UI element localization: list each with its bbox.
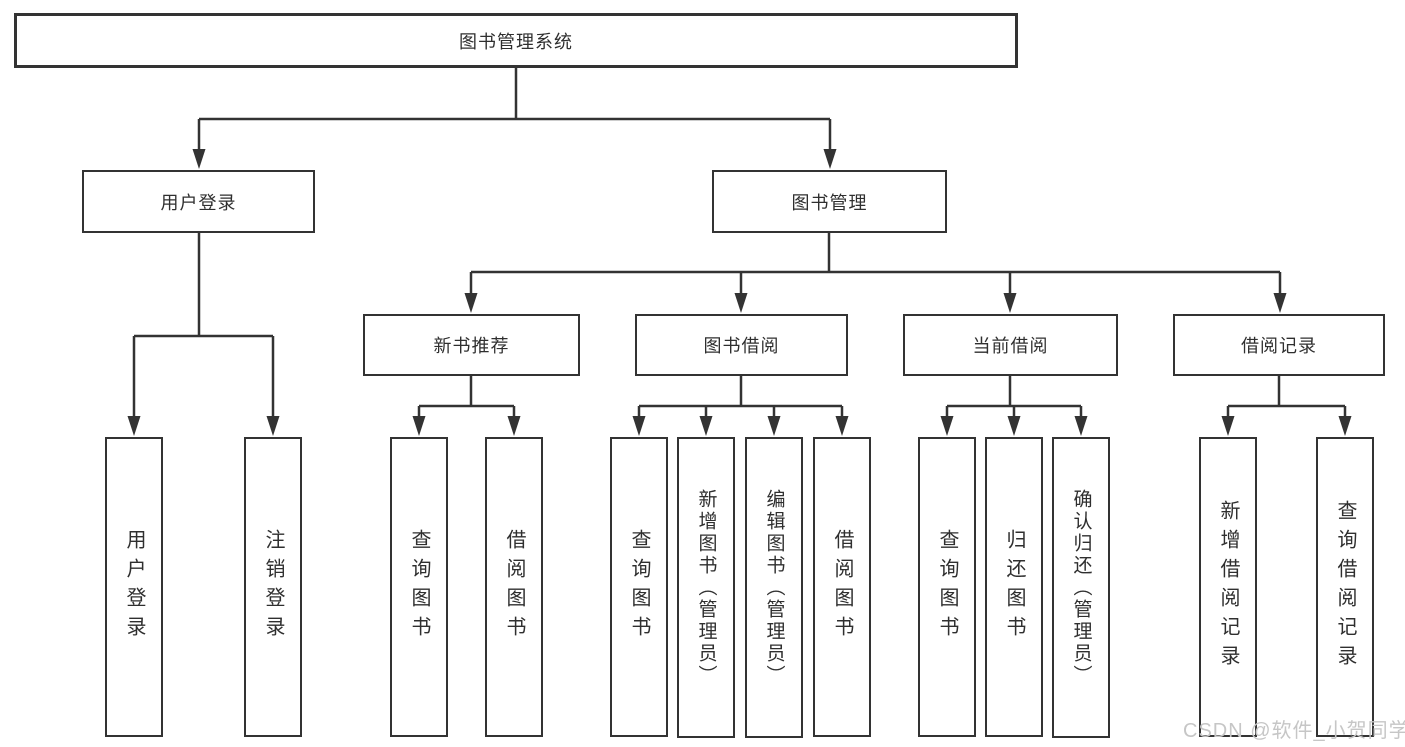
node-user-login-label: 用户登录 — [160, 192, 237, 213]
csdn-watermark: CSDN @软件_小贺同学 — [1183, 720, 1405, 742]
arrowheads-new-book-recommend — [412, 416, 521, 436]
node-borrow-records-label: 借阅记录 — [1241, 336, 1317, 356]
leaf-node-add-borrow-record: 新增借阅记录 — [1199, 437, 1257, 737]
leaf-node-query-borrow-record: 查询借阅记录 — [1316, 437, 1374, 737]
leaf-label: 注销登录 — [262, 529, 284, 645]
node-book-borrow-label: 图书借阅 — [703, 336, 780, 356]
leaf-label: 查询图书 — [936, 529, 958, 645]
connector-borrow-records — [1226, 376, 1347, 417]
leaf-node-logout: 注销登录 — [244, 437, 302, 737]
node-new-book-recommend-label: 新书推荐 — [433, 336, 510, 356]
node-current-borrow: 当前借阅 — [903, 314, 1118, 376]
connector-book-management — [469, 233, 1282, 294]
arrowheads-book-management — [464, 293, 1287, 313]
connector-current-borrow — [945, 376, 1083, 417]
leaf-node-query-books-1: 查询图书 — [390, 437, 448, 737]
leaf-node-query-books-3: 查询图书 — [918, 437, 976, 737]
leaf-node-edit-books-admin: 编辑图书（管理员） — [745, 437, 803, 738]
arrowheads-current-borrow — [940, 416, 1088, 436]
leaf-node-return-books: 归还图书 — [985, 437, 1043, 737]
node-borrow-records: 借阅记录 — [1173, 314, 1385, 376]
node-user-login: 用户登录 — [82, 170, 315, 233]
leaf-label: 查询借阅记录 — [1334, 500, 1356, 674]
node-book-management: 图书管理 — [712, 170, 947, 233]
leaf-node-borrow-books-1: 借阅图书 — [485, 437, 543, 737]
leaf-label: 编辑图书（管理员） — [763, 488, 785, 687]
leaf-node-borrow-books-2: 借阅图书 — [813, 437, 871, 737]
root-node-label: 图书管理系统 — [459, 31, 573, 52]
connector-root — [197, 68, 832, 150]
arrowheads-book-borrow — [632, 416, 849, 436]
arrowheads-user-login — [127, 416, 280, 436]
leaf-node-confirm-return-admin: 确认归还（管理员） — [1052, 437, 1110, 738]
root-node-library-system: 图书管理系统 — [14, 13, 1018, 68]
leaf-label: 新增图书（管理员） — [695, 488, 717, 687]
node-book-borrow: 图书借阅 — [635, 314, 848, 376]
node-current-borrow-label: 当前借阅 — [972, 336, 1049, 356]
leaf-label: 归还图书 — [1003, 529, 1025, 645]
connector-user-login — [132, 233, 275, 416]
node-book-management-label: 图书管理 — [791, 192, 868, 213]
leaf-label: 新增借阅记录 — [1217, 500, 1239, 674]
arrowheads-root — [192, 149, 837, 169]
leaf-label: 确认归还（管理员） — [1070, 488, 1092, 687]
connector-book-borrow — [637, 376, 844, 417]
leaf-label: 借阅图书 — [831, 529, 853, 645]
leaf-label: 查询图书 — [628, 529, 650, 645]
leaf-node-query-books-2: 查询图书 — [610, 437, 668, 737]
leaf-label: 用户登录 — [123, 529, 145, 645]
leaf-node-user-login: 用户登录 — [105, 437, 163, 737]
arrowheads-borrow-records — [1221, 416, 1352, 436]
leaf-label: 借阅图书 — [503, 529, 525, 645]
leaf-label: 查询图书 — [408, 529, 430, 645]
leaf-node-add-books-admin: 新增图书（管理员） — [677, 437, 735, 738]
connector-new-book-recommend — [417, 376, 516, 417]
node-new-book-recommend: 新书推荐 — [363, 314, 580, 376]
